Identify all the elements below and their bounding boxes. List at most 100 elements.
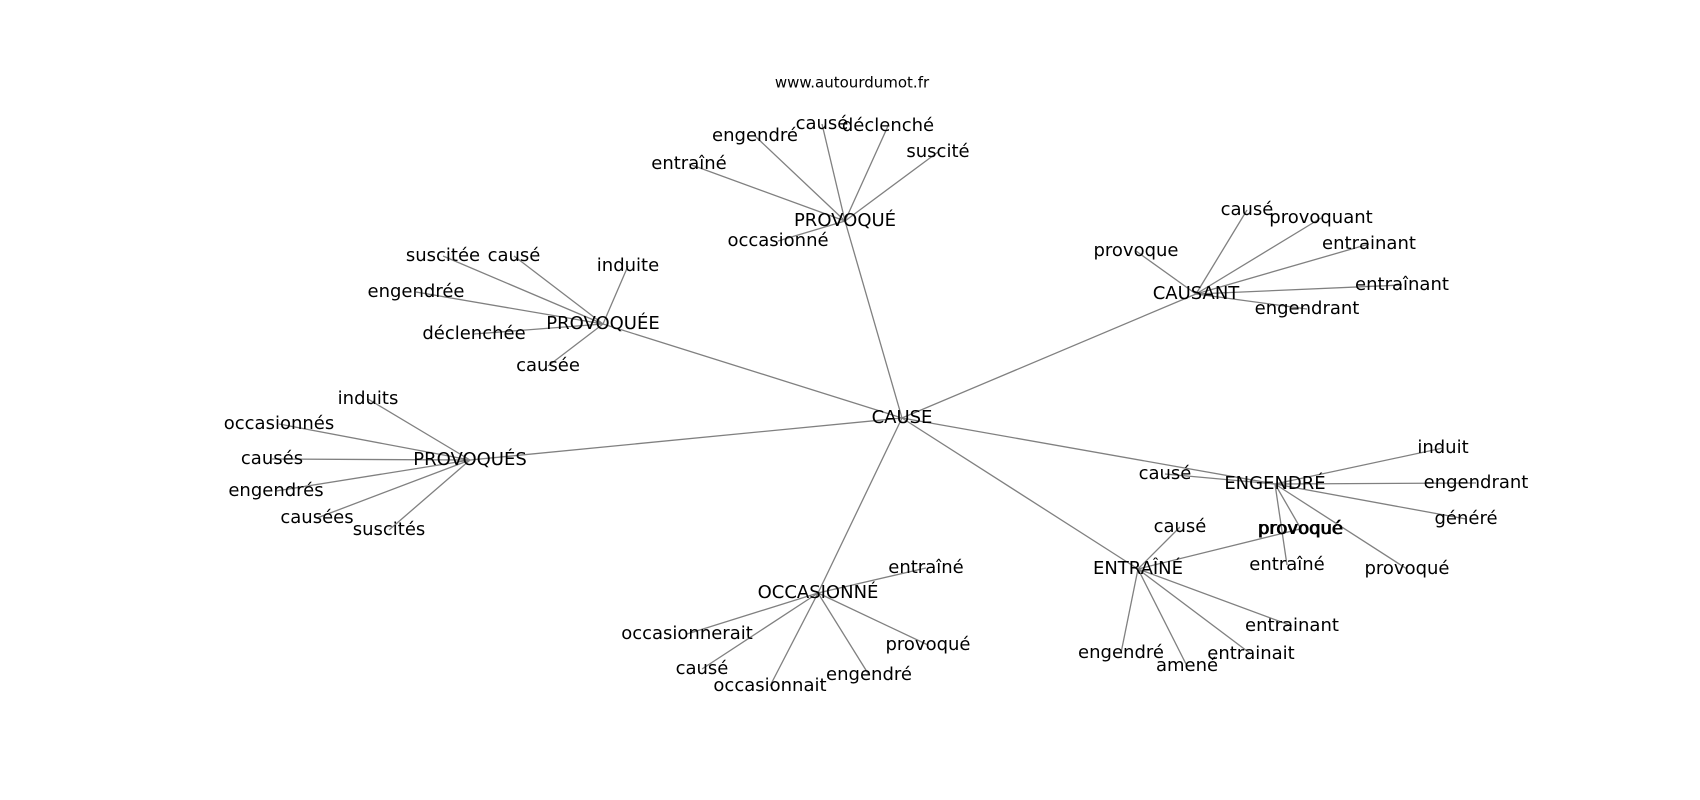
edge-provoque-declenche [844, 125, 889, 222]
edge-occasionne-cause [701, 592, 819, 670]
edge-provoquee-induite [602, 265, 629, 325]
graph-labels: www.autourdumot.fr CAUSEPROVOQUÉcausédéc… [224, 74, 1529, 697]
leaf-node-occasionnerait: occasionnerait [621, 623, 753, 644]
edge-causant-cause [1195, 209, 1248, 295]
leaf-node-provoque: provoqué [885, 634, 970, 655]
edge-entraine-entrainant [1137, 568, 1293, 627]
leaf-node-engendree: engendrée [368, 281, 465, 302]
leaf-node-genere: généré [1434, 508, 1497, 529]
leaf-node-causes: causés [241, 448, 303, 469]
edge-root-causant [901, 293, 1197, 419]
leaf-node-entraine: entraîné [1249, 554, 1324, 575]
leaf-node-cause: causé [1139, 463, 1192, 484]
edge-provoques-induits [367, 398, 471, 461]
edge-causant-entrainant [1195, 243, 1370, 295]
edge-causant-provoquant [1195, 217, 1322, 295]
leaf-node-amene: amené [1156, 655, 1218, 676]
edge-causant-entrainant [1195, 284, 1403, 295]
edge-provoque-entraine [688, 163, 846, 222]
edge-engendre-cause [1164, 473, 1276, 485]
leaf-node-induits: induits [338, 388, 399, 409]
leaf-node-entrainant: entrainant [1322, 233, 1416, 254]
leaf-node-cause: causé [796, 113, 849, 134]
edge-root-provoque [844, 220, 903, 419]
leaf-node-engendrant: engendrant [1424, 472, 1529, 493]
hub-node-provoque: PROVOQUÉ [794, 209, 896, 231]
leaf-node-provoque: provoque [1093, 240, 1178, 261]
edge-provoques-engendres [275, 459, 471, 492]
leaf-node-engendre: engendré [1078, 642, 1164, 663]
leaf-node-cause: causé [1154, 516, 1207, 537]
leaf-node-declenche: déclenché [842, 115, 934, 136]
edge-engendre-provoque [1274, 483, 1408, 570]
edge-entraine-provoque [1137, 528, 1301, 570]
leaf-node-provoque: provoqué [1257, 518, 1342, 539]
edge-provoquee-suscitee [442, 255, 604, 325]
edge-causant-engendrant [1195, 293, 1308, 310]
edge-provoque-cause [821, 123, 846, 222]
leaf-node-entraine: entraîné [651, 153, 726, 174]
edge-occasionne-entraine [817, 567, 927, 594]
edge-root-provoquee [602, 323, 903, 419]
leaf-node-entraine: entraîné [888, 557, 963, 578]
leaf-node-engendres: engendrés [228, 480, 323, 501]
edge-entraine-amene [1137, 568, 1188, 667]
hub-node-provoques: PROVOQUÉS [413, 448, 527, 470]
edge-provoques-occasionnes [278, 423, 471, 461]
hub-node-engendre: ENGENDRÉ [1224, 472, 1325, 494]
edge-entraine-cause [1137, 526, 1181, 570]
edge-provoquee-engendree [415, 291, 604, 325]
leaf-node-causees: causées [280, 507, 353, 528]
edge-occasionne-occasionnait [769, 592, 819, 687]
edge-provoque-engendre [754, 135, 846, 222]
edge-provoques-causes [271, 458, 471, 461]
leaf-node-suscite: suscité [906, 141, 969, 162]
edge-occasionne-engendre [817, 592, 870, 676]
leaf-node-induite: induite [597, 255, 659, 276]
leaf-node-engendre: engendré [712, 125, 798, 146]
leaf-node-occasionnait: occasionnait [713, 675, 826, 696]
leaf-node-cause: causé [676, 658, 729, 679]
edge-causant-provoque [1135, 250, 1197, 295]
leaf-node-suscites: suscités [353, 519, 426, 540]
edge-engendre-engendrant [1274, 482, 1477, 485]
leaf-node-occasionnes: occasionnés [224, 413, 335, 434]
leaf-node-cause: causé [1221, 199, 1274, 220]
leaf-node-declenchee: déclenchée [422, 323, 525, 344]
edge-root-provoques [469, 417, 903, 461]
leaf-node-provoque: provoqué [1364, 558, 1449, 579]
leaf-node-engendre: engendré [826, 664, 912, 685]
edge-occasionne-provoque [817, 592, 929, 646]
edge-entraine-engendre [1120, 568, 1139, 654]
edge-provoque-suscite [844, 151, 939, 222]
watermark-text: www.autourdumot.fr [775, 74, 930, 92]
edge-root-engendre [901, 417, 1276, 485]
edge-provoquee-cause [513, 255, 604, 325]
hub-node-provoquee: PROVOQUÉE [546, 312, 659, 334]
root-node-label: CAUSE [872, 407, 933, 428]
edge-root-entraine [901, 417, 1139, 570]
leaf-node-occasionne: occasionné [727, 230, 828, 251]
hub-node-occasionne: OCCASIONNÉ [758, 581, 879, 603]
leaf-node-cause: causé [488, 245, 541, 266]
edge-engendre-genere [1274, 483, 1467, 520]
leaf-node-causee: causée [516, 355, 580, 376]
leaf-node-induit: induit [1417, 437, 1468, 458]
leaf-node-provoque: provoqué [1258, 518, 1343, 539]
edge-occasionne-occasionnerait [686, 592, 819, 635]
edge-provoquee-causee [547, 323, 604, 367]
leaf-node-entrainait: entrainait [1207, 643, 1294, 664]
edge-engendre-induit [1274, 447, 1444, 485]
graph-edges [271, 123, 1477, 687]
edge-engendre-provoque [1274, 483, 1302, 530]
edge-engendre-entraine [1274, 483, 1288, 566]
leaf-node-entrainant: entraînant [1355, 274, 1449, 295]
edge-provoques-causees [316, 459, 471, 519]
leaf-node-suscitee: suscitée [406, 245, 480, 266]
hub-node-entraine: ENTRAÎNÉ [1093, 557, 1183, 579]
leaf-node-entrainant: entrainant [1245, 615, 1339, 636]
leaf-node-engendrant: engendrant [1255, 298, 1360, 319]
edge-provoquee-declenchee [473, 323, 604, 335]
edge-root-occasionne [817, 417, 903, 594]
